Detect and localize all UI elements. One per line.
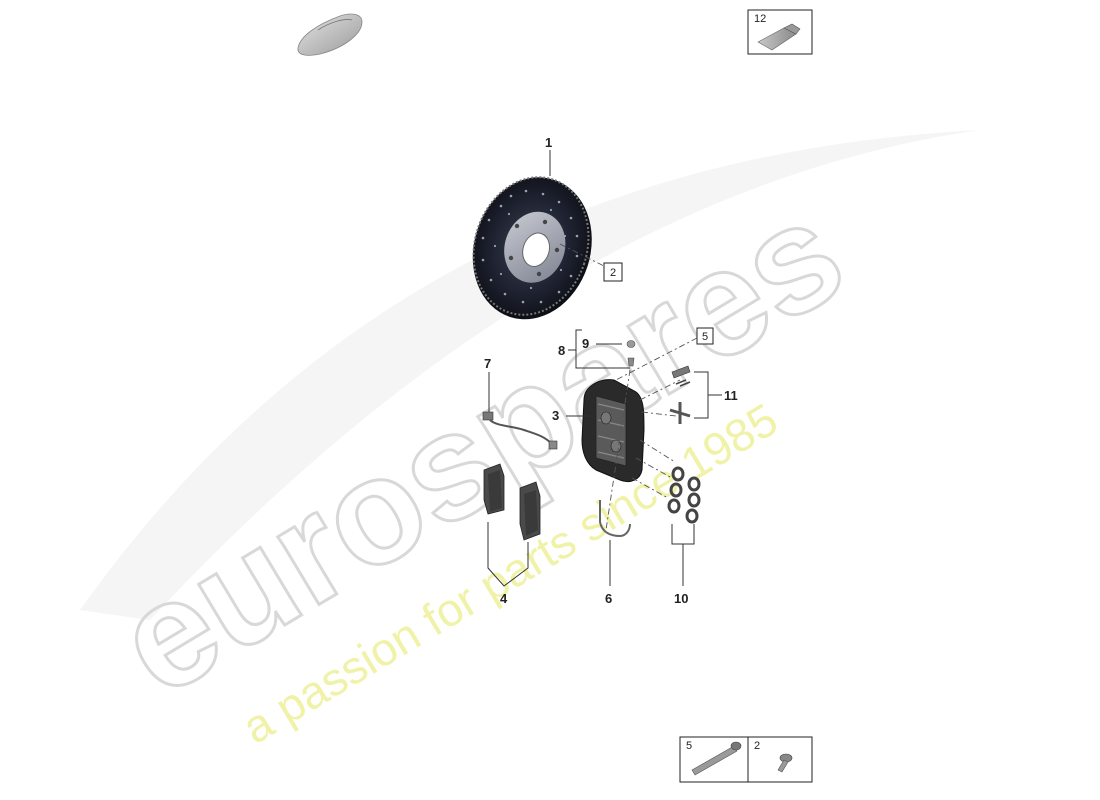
legend-box-screw: 2 — [747, 736, 813, 783]
car-model-icon — [297, 13, 363, 56]
paste-tube-icon — [757, 23, 801, 51]
legend-box-bolt: 5 — [679, 736, 749, 783]
drill-holes — [481, 189, 579, 304]
callout-box-5: 5 — [696, 327, 714, 345]
bleed-valve — [627, 357, 635, 367]
bracket-8: 8 9 — [558, 329, 630, 369]
pad-pins — [669, 365, 691, 424]
callout-3: 3 — [552, 408, 559, 423]
screw-icon — [777, 753, 793, 773]
legend-label-12: 12 — [754, 13, 766, 25]
legend-box-paste: 12 — [747, 9, 813, 55]
bleed-screw-cap — [626, 340, 636, 348]
callout-11: 11 — [724, 388, 738, 403]
callout-4: 4 — [500, 591, 508, 606]
callout-7: 7 — [484, 356, 491, 371]
callout-8: 8 — [558, 343, 565, 358]
seal-rings — [667, 466, 701, 524]
callout-5: 5 — [702, 331, 708, 343]
legend-label-5: 5 — [686, 740, 692, 752]
brake-disc — [472, 176, 592, 320]
bolt-icon — [691, 741, 742, 776]
callout-2: 2 — [610, 267, 616, 279]
brake-caliper — [581, 379, 645, 483]
brake-pipe — [599, 500, 631, 538]
legend-label-2: 2 — [754, 740, 760, 752]
brake-pad-left — [483, 463, 505, 515]
callout-6: 6 — [605, 591, 612, 606]
brake-pad-right — [519, 481, 541, 541]
bracket-11: 11 — [694, 371, 738, 419]
callout-10: 10 — [674, 591, 688, 606]
callout-1: 1 — [545, 135, 552, 150]
callout-9: 9 — [582, 336, 589, 351]
callout-box-2: 2 — [603, 262, 623, 282]
wear-sensor — [482, 372, 558, 450]
